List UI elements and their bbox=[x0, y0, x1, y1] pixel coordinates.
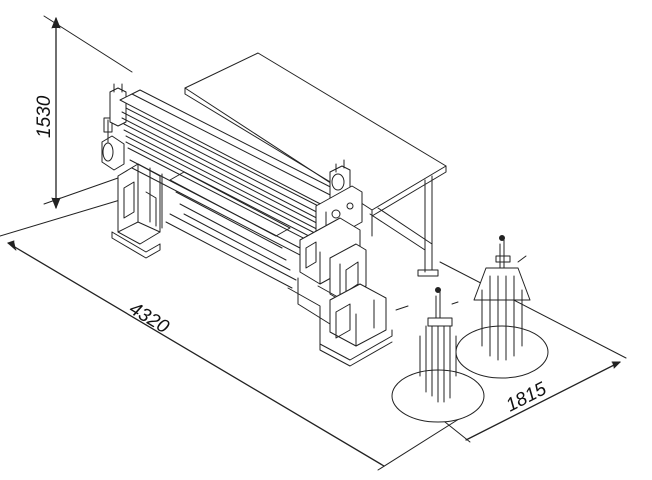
work-table bbox=[184, 52, 447, 277]
left-motor bbox=[101, 83, 127, 171]
dimension-height bbox=[43, 15, 133, 209]
right-upright bbox=[297, 159, 367, 325]
dimension-length bbox=[0, 199, 471, 471]
dimension-width-label: 1815 bbox=[503, 378, 551, 416]
left-stand bbox=[111, 163, 161, 259]
coil-stand-back bbox=[455, 235, 549, 379]
dimension-width bbox=[429, 261, 627, 443]
dimension-height-label: 1530 bbox=[34, 95, 55, 138]
dimension-length-label: 4320 bbox=[125, 298, 172, 338]
coil-stand-front bbox=[391, 287, 485, 423]
right-stand bbox=[287, 283, 393, 367]
